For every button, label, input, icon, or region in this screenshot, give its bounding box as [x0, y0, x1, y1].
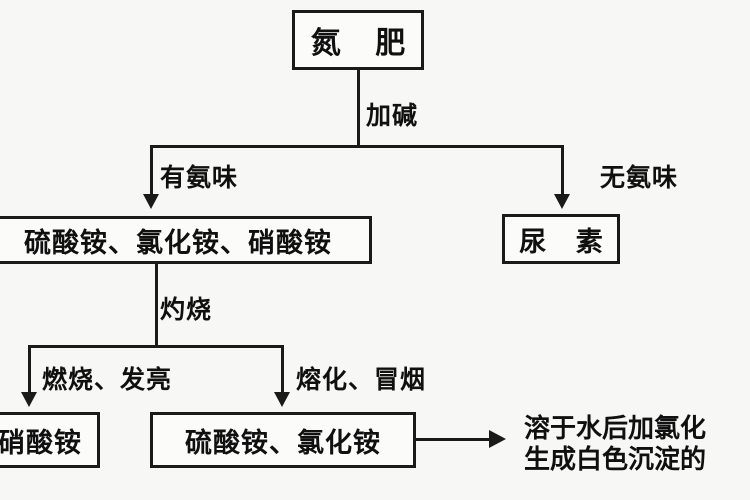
connector-split1-left: [150, 145, 153, 197]
node-ammonium-salts: 硫酸铵、氯化铵、硝酸铵: [0, 216, 372, 264]
note-precipitate-test: 溶于水后加氯化 生成白色沉淀的: [524, 414, 750, 475]
note-line-1: 溶于水后加氯化: [524, 414, 707, 444]
connector-split2-right: [281, 345, 284, 395]
arrowhead-burn-glow: [21, 392, 37, 407]
connector-root-stem: [357, 70, 360, 147]
edge-label-burn-glow: 燃烧、发亮: [42, 365, 173, 394]
edge-label-has-ammonia: 有氨味: [160, 163, 239, 192]
connector-split1-right: [561, 145, 564, 197]
connector-split2-bar: [28, 345, 283, 348]
arrowhead-melt-smoke: [274, 392, 290, 407]
connector-split2-left: [28, 345, 31, 395]
node-nitrogen-fertilizer: 氮 肥: [292, 10, 424, 70]
arrowhead-has-ammonia: [143, 194, 159, 209]
connector-note-line: [416, 438, 490, 441]
edge-label-add-alkali: 加碱: [366, 101, 419, 130]
node-ammonium-sulfate-chloride: 硫酸铵、氯化铵: [150, 412, 416, 468]
edge-label-ignite: 灼烧: [160, 295, 213, 324]
note-line-2: 生成白色沉淀的: [524, 444, 707, 475]
edge-label-melt-smoke: 熔化、冒烟: [296, 365, 427, 394]
arrowhead-note: [489, 430, 506, 448]
node-urea: 尿 素: [502, 214, 620, 264]
connector-ignite-stem: [155, 264, 158, 347]
edge-label-no-ammonia: 无氨味: [600, 163, 679, 192]
connector-split1-bar: [150, 145, 564, 148]
arrowhead-no-ammonia: [554, 194, 570, 209]
node-ammonium-nitrate: 硝酸铵: [0, 412, 100, 468]
